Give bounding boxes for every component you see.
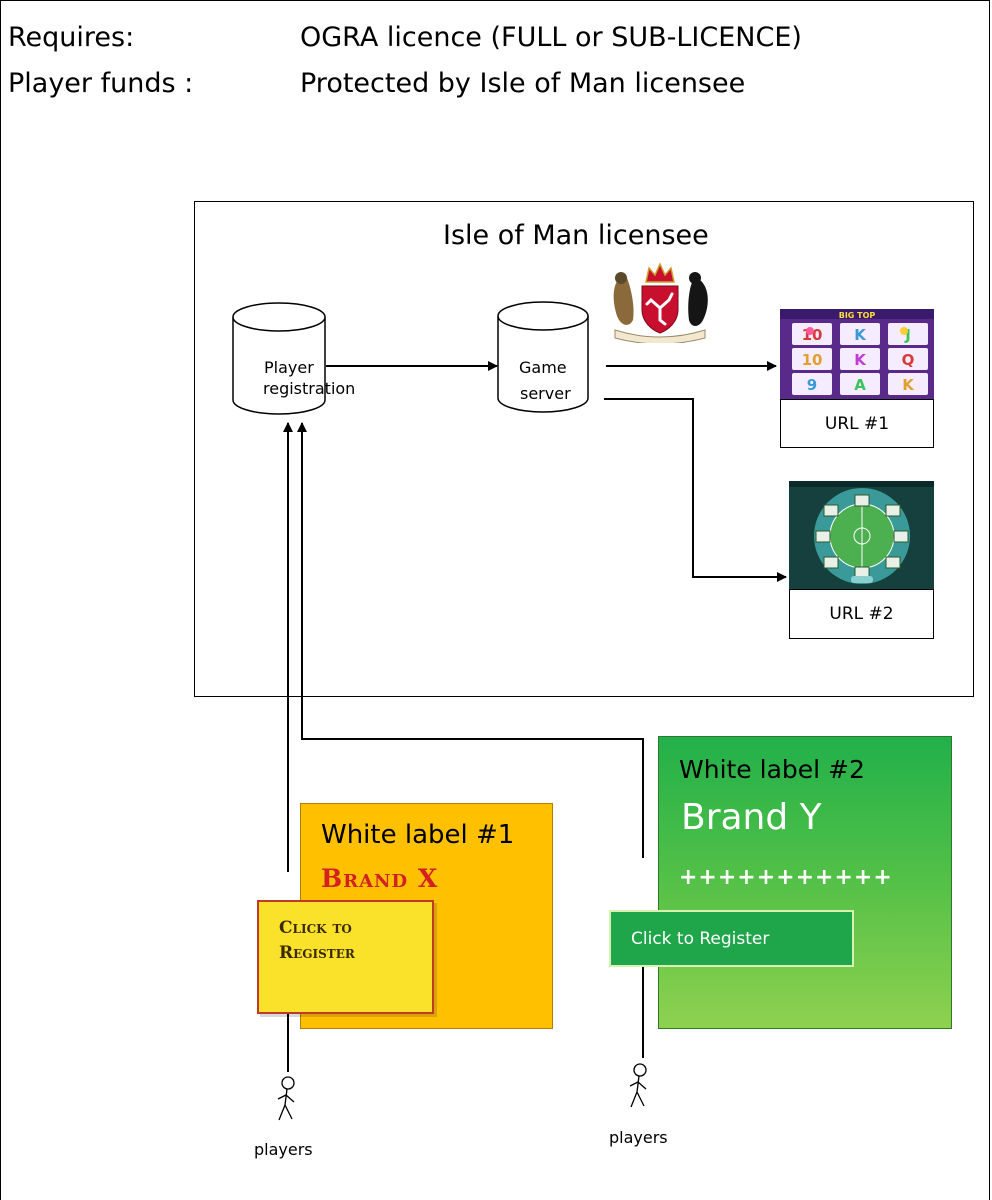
- player-figure-right-icon: [629, 1063, 647, 1108]
- brand-y-plus-decoration: +++++++++++: [679, 865, 893, 890]
- slot-cell: [888, 373, 928, 395]
- game-server-line2: server: [520, 384, 571, 403]
- game-server-line1: Game: [519, 358, 567, 377]
- url1-box[interactable]: URL #1: [780, 399, 934, 448]
- register-button-brand-x-line2: Register: [279, 943, 355, 963]
- player-registration-line1: Player: [264, 358, 314, 377]
- white-label-1-title: White label #1: [321, 820, 515, 850]
- slot-cell: [840, 348, 880, 370]
- slot-symbol: 9: [807, 376, 817, 394]
- player-registration-line2: registration: [263, 379, 356, 398]
- game-server-db-icon: [497, 301, 589, 413]
- brand-x-label: Brand X: [321, 864, 439, 893]
- arrow-server-to-url2: [604, 398, 787, 582]
- slot-symbol: K: [854, 326, 867, 344]
- slot-symbol: A: [854, 376, 866, 394]
- white-label-2-card: White label #2 Brand Y +++++++++++: [658, 736, 952, 1029]
- slot-symbol: Q: [902, 351, 915, 369]
- register-button-brand-y-label: Click to Register: [631, 928, 770, 949]
- players-label-left: players: [254, 1140, 313, 1159]
- slot-cell: [792, 373, 832, 395]
- requires-label: Requires:: [8, 22, 135, 53]
- player-registration-db-icon: [232, 302, 326, 415]
- slot-symbol: K: [902, 376, 915, 394]
- requires-value: OGRA licence (FULL or SUB-LICENCE): [300, 22, 802, 53]
- player-funds-label: Player funds :: [8, 68, 194, 99]
- slot-symbol: J: [904, 326, 911, 344]
- white-label-2-title: White label #2: [679, 755, 865, 784]
- slot-cell: [888, 323, 928, 345]
- brand-y-label: Brand Y: [681, 797, 822, 838]
- slot-cell: [840, 373, 880, 395]
- slot-title: BIG TOP: [839, 311, 876, 320]
- player-figure-left-icon: [277, 1076, 295, 1121]
- player-funds-value: Protected by Isle of Man licensee: [300, 68, 746, 99]
- slot-symbol: K: [854, 351, 867, 369]
- slot-cell: [792, 348, 832, 370]
- url2-label: URL #2: [829, 604, 894, 624]
- register-button-brand-x[interactable]: Click to Register: [257, 900, 434, 1014]
- slot-symbol: 10: [802, 351, 823, 369]
- licensee-title: Isle of Man licensee: [443, 220, 709, 251]
- slot-cell: [840, 323, 880, 345]
- url2-box[interactable]: URL #2: [789, 589, 934, 639]
- arrow-players2-to-registration: [297, 422, 644, 858]
- url1-label: URL #1: [824, 413, 890, 434]
- isle-of-man-crest-icon: [613, 262, 708, 343]
- players-label-right: players: [609, 1128, 668, 1147]
- register-button-brand-x-line1: Click to: [279, 918, 352, 938]
- football-game-screenshot: [789, 481, 934, 589]
- register-button-brand-y[interactable]: Click to Register: [609, 910, 854, 967]
- slot-cell: [888, 348, 928, 370]
